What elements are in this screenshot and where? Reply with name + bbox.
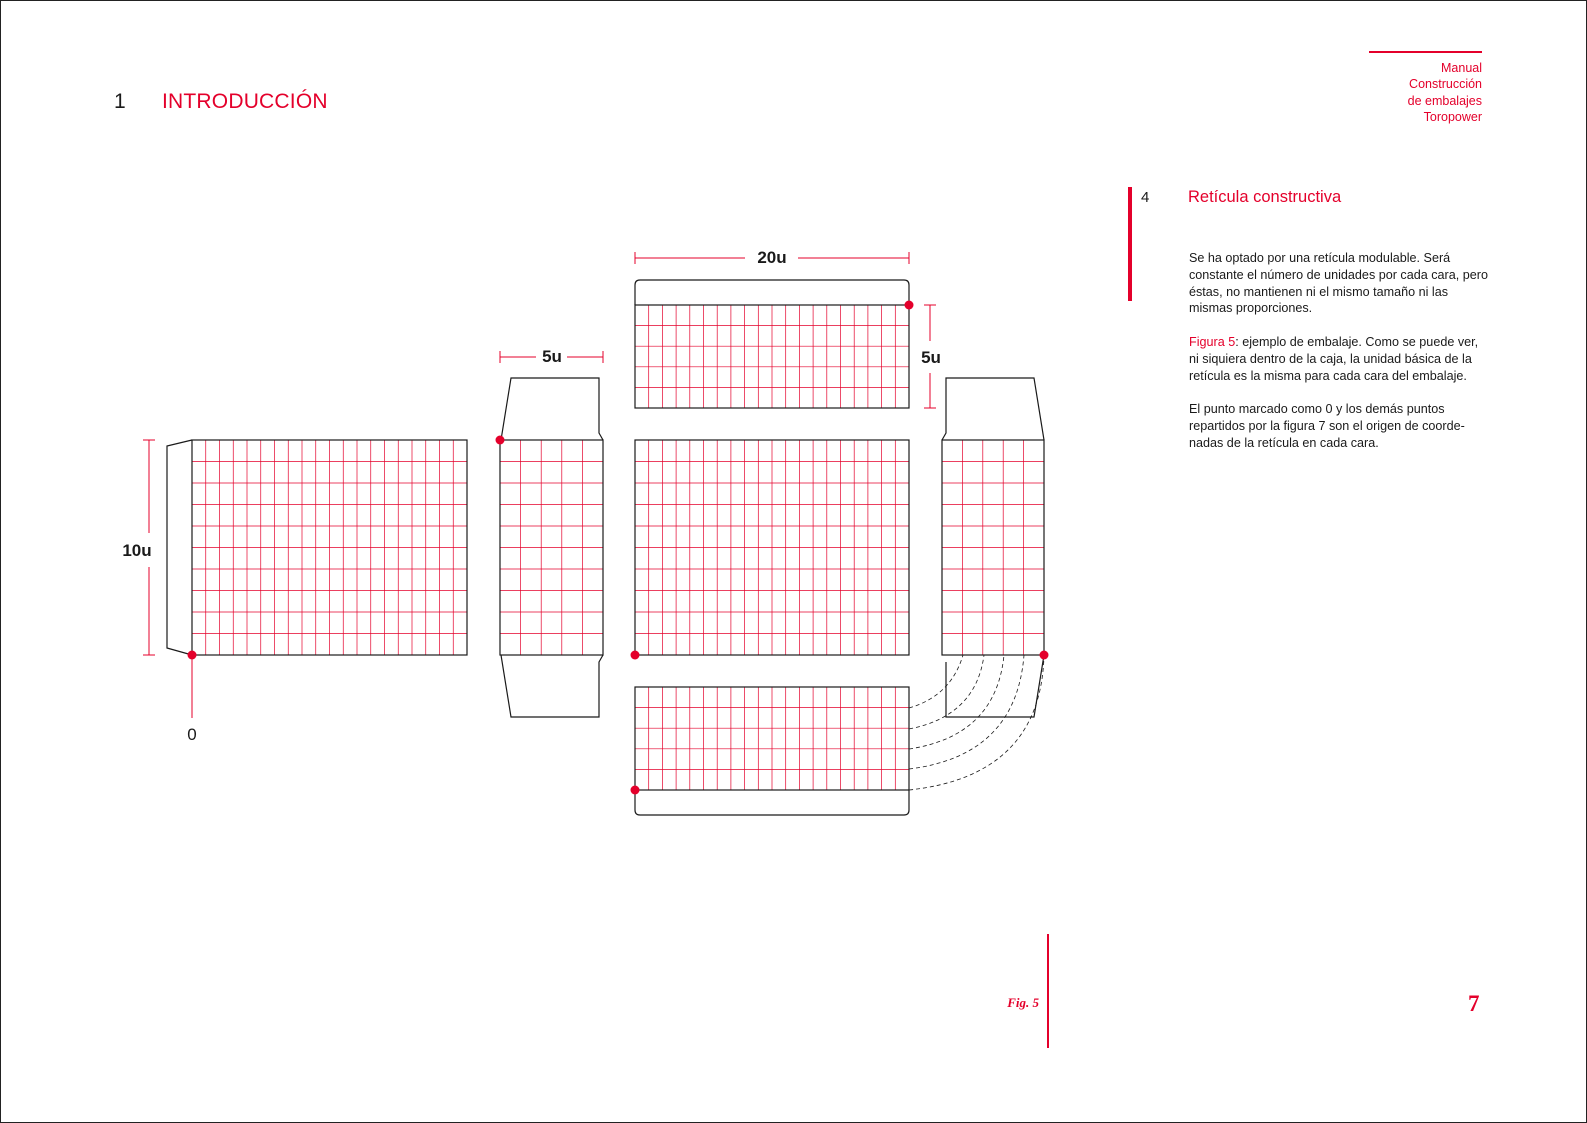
dimension-lines — [143, 252, 936, 718]
left-face — [191, 439, 468, 656]
side-face-1 — [499, 439, 604, 656]
origin-point — [187, 650, 197, 660]
dimension-label-side-flap: 5u — [542, 347, 562, 366]
dimension-label-top-face: 5u — [921, 348, 941, 367]
manual-title-line: Toropower — [1423, 109, 1482, 124]
fold-arc — [908, 654, 985, 730]
figure-caption: Fig. 5 — [1007, 995, 1039, 1010]
figure-rule — [1047, 934, 1049, 1048]
manual-title: Manual Construcción de embalajes Toropow… — [1408, 60, 1482, 125]
bottom-lid-tab — [634, 790, 910, 816]
origin-points — [187, 300, 1049, 795]
origin-label: 0 — [187, 725, 196, 744]
outline-layer — [166, 279, 1045, 816]
section-bar — [1128, 187, 1132, 301]
top-lid-tab — [634, 279, 910, 305]
manual-title-line: de embalajes — [1407, 93, 1482, 108]
grid-top-face — [635, 305, 909, 408]
side-top-flap-2 — [941, 377, 1045, 441]
bottom-face — [634, 686, 910, 791]
manual-title-line: Construcción — [1409, 77, 1482, 92]
side-bottom-flap-1 — [500, 654, 604, 718]
origin-point — [630, 650, 640, 660]
paragraph: Figura 5: ejemplo de embalaje. Como se p… — [1189, 334, 1489, 384]
paragraph: Se ha optado por una retícula modulable.… — [1189, 251, 1488, 316]
origin-point — [630, 785, 640, 795]
section-title: Retícula constructiva — [1188, 188, 1342, 206]
chapter-title: INTRODUCCIÓN — [162, 90, 328, 113]
box-dieline-diagram: 20u 5u 5u 10u 0 — [122, 248, 1049, 816]
fold-arc — [908, 654, 1025, 770]
origin-point — [1039, 650, 1049, 660]
fold-arc — [908, 654, 1005, 750]
origin-point — [495, 435, 505, 445]
grid-bottom-face — [635, 687, 909, 790]
fold-arc — [908, 654, 964, 709]
figure-reference: Figura 5 — [1189, 334, 1236, 349]
grid-side-face-1 — [500, 440, 603, 655]
header-rule — [1369, 51, 1482, 53]
grid-left-face — [192, 440, 467, 655]
grid-side-face-2 — [942, 440, 1044, 655]
section-number: 4 — [1141, 189, 1150, 206]
side-face-2 — [941, 439, 1045, 656]
fold-arcs — [908, 654, 1045, 791]
page-number: 7 — [1468, 991, 1480, 1016]
grid-center-face — [635, 440, 909, 655]
paragraph: El punto marcado como 0 y los demás punt… — [1189, 402, 1465, 450]
body-text: Se ha optado por una retícula modulable.… — [1189, 250, 1489, 468]
side-top-flap-1 — [500, 377, 604, 441]
chapter-number: 1 — [114, 90, 126, 113]
side-bottom-flap-2 — [945, 654, 1045, 718]
fold-arc — [908, 654, 1045, 791]
origin-point — [904, 300, 914, 310]
dimension-label-height: 10u — [122, 541, 151, 560]
left-glue-flap — [166, 439, 193, 656]
manual-title-line: Manual — [1441, 61, 1482, 75]
grid-layer — [192, 305, 1044, 790]
center-face — [634, 439, 910, 656]
paragraph-text: : ejemplo de embalaje. Como se puede ver… — [1189, 334, 1479, 383]
dimension-label-top: 20u — [757, 248, 786, 267]
top-face — [634, 304, 910, 409]
